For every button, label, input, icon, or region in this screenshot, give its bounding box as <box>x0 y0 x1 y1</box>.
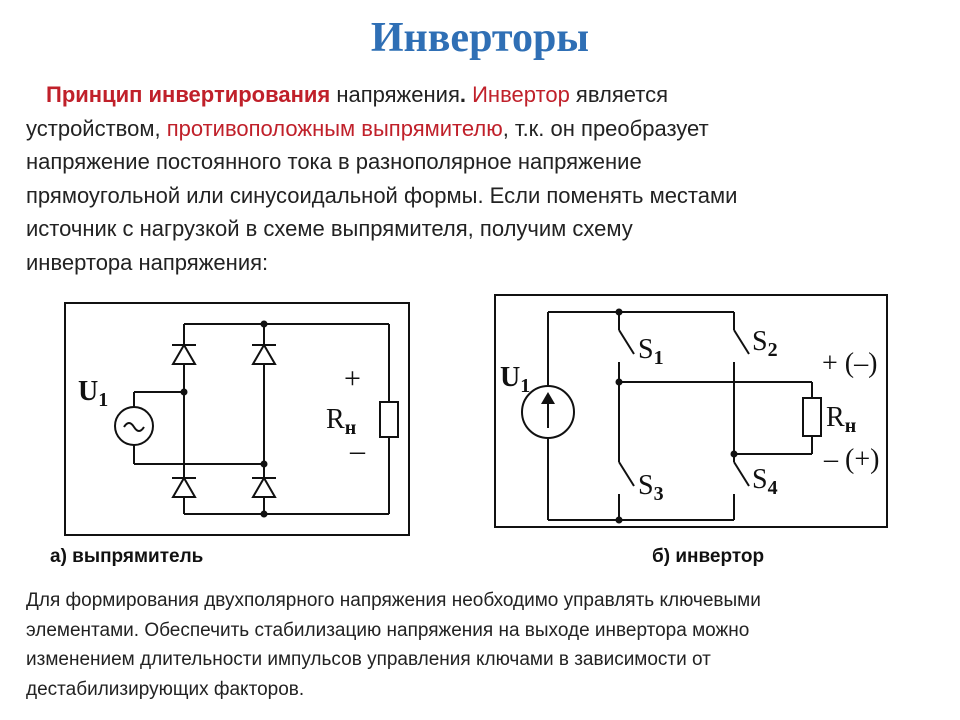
inverter-frame <box>494 294 888 528</box>
sine-icon <box>123 422 145 432</box>
inverter-term: Инвертор <box>472 82 570 107</box>
svg-text:Rн: Rн <box>826 402 856 437</box>
intro-line-3: напряжение постоянного тока в разнополяр… <box>26 149 642 174</box>
minus-sign: – <box>349 434 366 467</box>
s2-subscript: 2 <box>768 339 778 361</box>
svg-text:S3: S3 <box>638 470 664 505</box>
diode-icon <box>251 343 277 365</box>
rectifier-svg: U1 + – Rн <box>64 302 410 536</box>
outro-line-1: Для формирования двухполярного напряжени… <box>26 590 761 611</box>
outro-line-3: изменением длительности импульсов управл… <box>26 649 711 670</box>
svg-text:S2: S2 <box>752 326 778 361</box>
rectifier-caption: а) выпрямитель <box>50 546 204 567</box>
load-resistor <box>802 397 822 437</box>
intro-line-1: Принцип инвертирования напряжения. Инвер… <box>26 78 916 112</box>
s3-subscript: 3 <box>654 483 664 505</box>
s2-label: S <box>752 326 768 357</box>
rectifier-diagram: U1 + – Rн <box>64 302 410 536</box>
s4-label: S <box>752 464 768 495</box>
outro-paragraph: Для формирования двухполярного напряжени… <box>26 586 946 704</box>
source-subscript: 1 <box>98 389 108 411</box>
load-subscript: н <box>345 417 357 439</box>
outro-line-4: дестабилизирующих факторов. <box>26 678 305 700</box>
inverter-svg: U1 S1 S2 S3 S4 + (–) Rн – (+) <box>494 294 888 528</box>
s3-label: S <box>638 470 654 501</box>
switch-s2 <box>733 329 750 355</box>
switch-s1 <box>618 329 635 355</box>
intro-dot: . <box>459 82 473 107</box>
principle-term: Принцип инвертирования <box>46 82 331 107</box>
intro-line-5: источник с нагрузкой в схеме выпрямителя… <box>26 216 633 241</box>
intro-text: устройством, <box>26 115 167 141</box>
top-polarity: + (–) <box>822 348 877 379</box>
s1-subscript: 1 <box>654 347 664 369</box>
intro-line-2: устройством, противоположным выпрямителю… <box>26 112 916 146</box>
diode-icon <box>171 343 197 365</box>
bottom-polarity: – (+) <box>823 444 879 475</box>
svg-text:S1: S1 <box>638 334 664 369</box>
junction-dots <box>180 320 268 518</box>
svg-text:Rн: Rн <box>326 404 356 439</box>
svg-text:U1: U1 <box>78 376 108 411</box>
switch-s4 <box>733 461 750 487</box>
load-resistor <box>379 401 399 438</box>
load-subscript: н <box>845 415 857 437</box>
svg-text:S4: S4 <box>752 464 778 499</box>
s1-label: S <box>638 334 654 365</box>
intro-text: , т.к. он преобразует <box>502 115 709 141</box>
arrow-up-icon <box>541 392 555 404</box>
intro-line-4: прямоугольной или синусоидальной формы. … <box>26 182 738 208</box>
dc-source-symbol <box>521 385 575 439</box>
intro-text: напряжения <box>330 82 460 107</box>
ac-source-symbol <box>114 406 154 446</box>
outro-line-2: элементами. Обеспечить стабилизацию напр… <box>26 619 750 641</box>
intro-paragraph: Принцип инвертирования напряжения. Инвер… <box>26 78 916 279</box>
inverter-caption: б) инвертор <box>652 546 765 567</box>
source-label: U <box>500 362 520 393</box>
svg-text:U1: U1 <box>500 362 530 397</box>
junction-dots <box>615 308 738 524</box>
load-label: R <box>826 402 845 433</box>
switch-s3 <box>618 461 635 487</box>
diode-icon <box>171 476 197 498</box>
plus-sign: + <box>344 362 361 395</box>
load-label: R <box>326 404 345 435</box>
intro-text: является <box>569 82 669 107</box>
intro-line-6: инвертора напряжения: <box>26 249 269 275</box>
source-label: U <box>78 376 98 407</box>
rectifier-frame <box>64 302 410 536</box>
opposite-term: противоположным выпрямителю <box>166 115 503 141</box>
source-subscript: 1 <box>520 375 530 397</box>
s4-subscript: 4 <box>768 477 778 499</box>
diode-icon <box>251 476 277 498</box>
inverter-diagram: U1 S1 S2 S3 S4 + (–) Rн – (+) <box>494 294 888 528</box>
slide-title: Инверторы <box>370 15 590 61</box>
